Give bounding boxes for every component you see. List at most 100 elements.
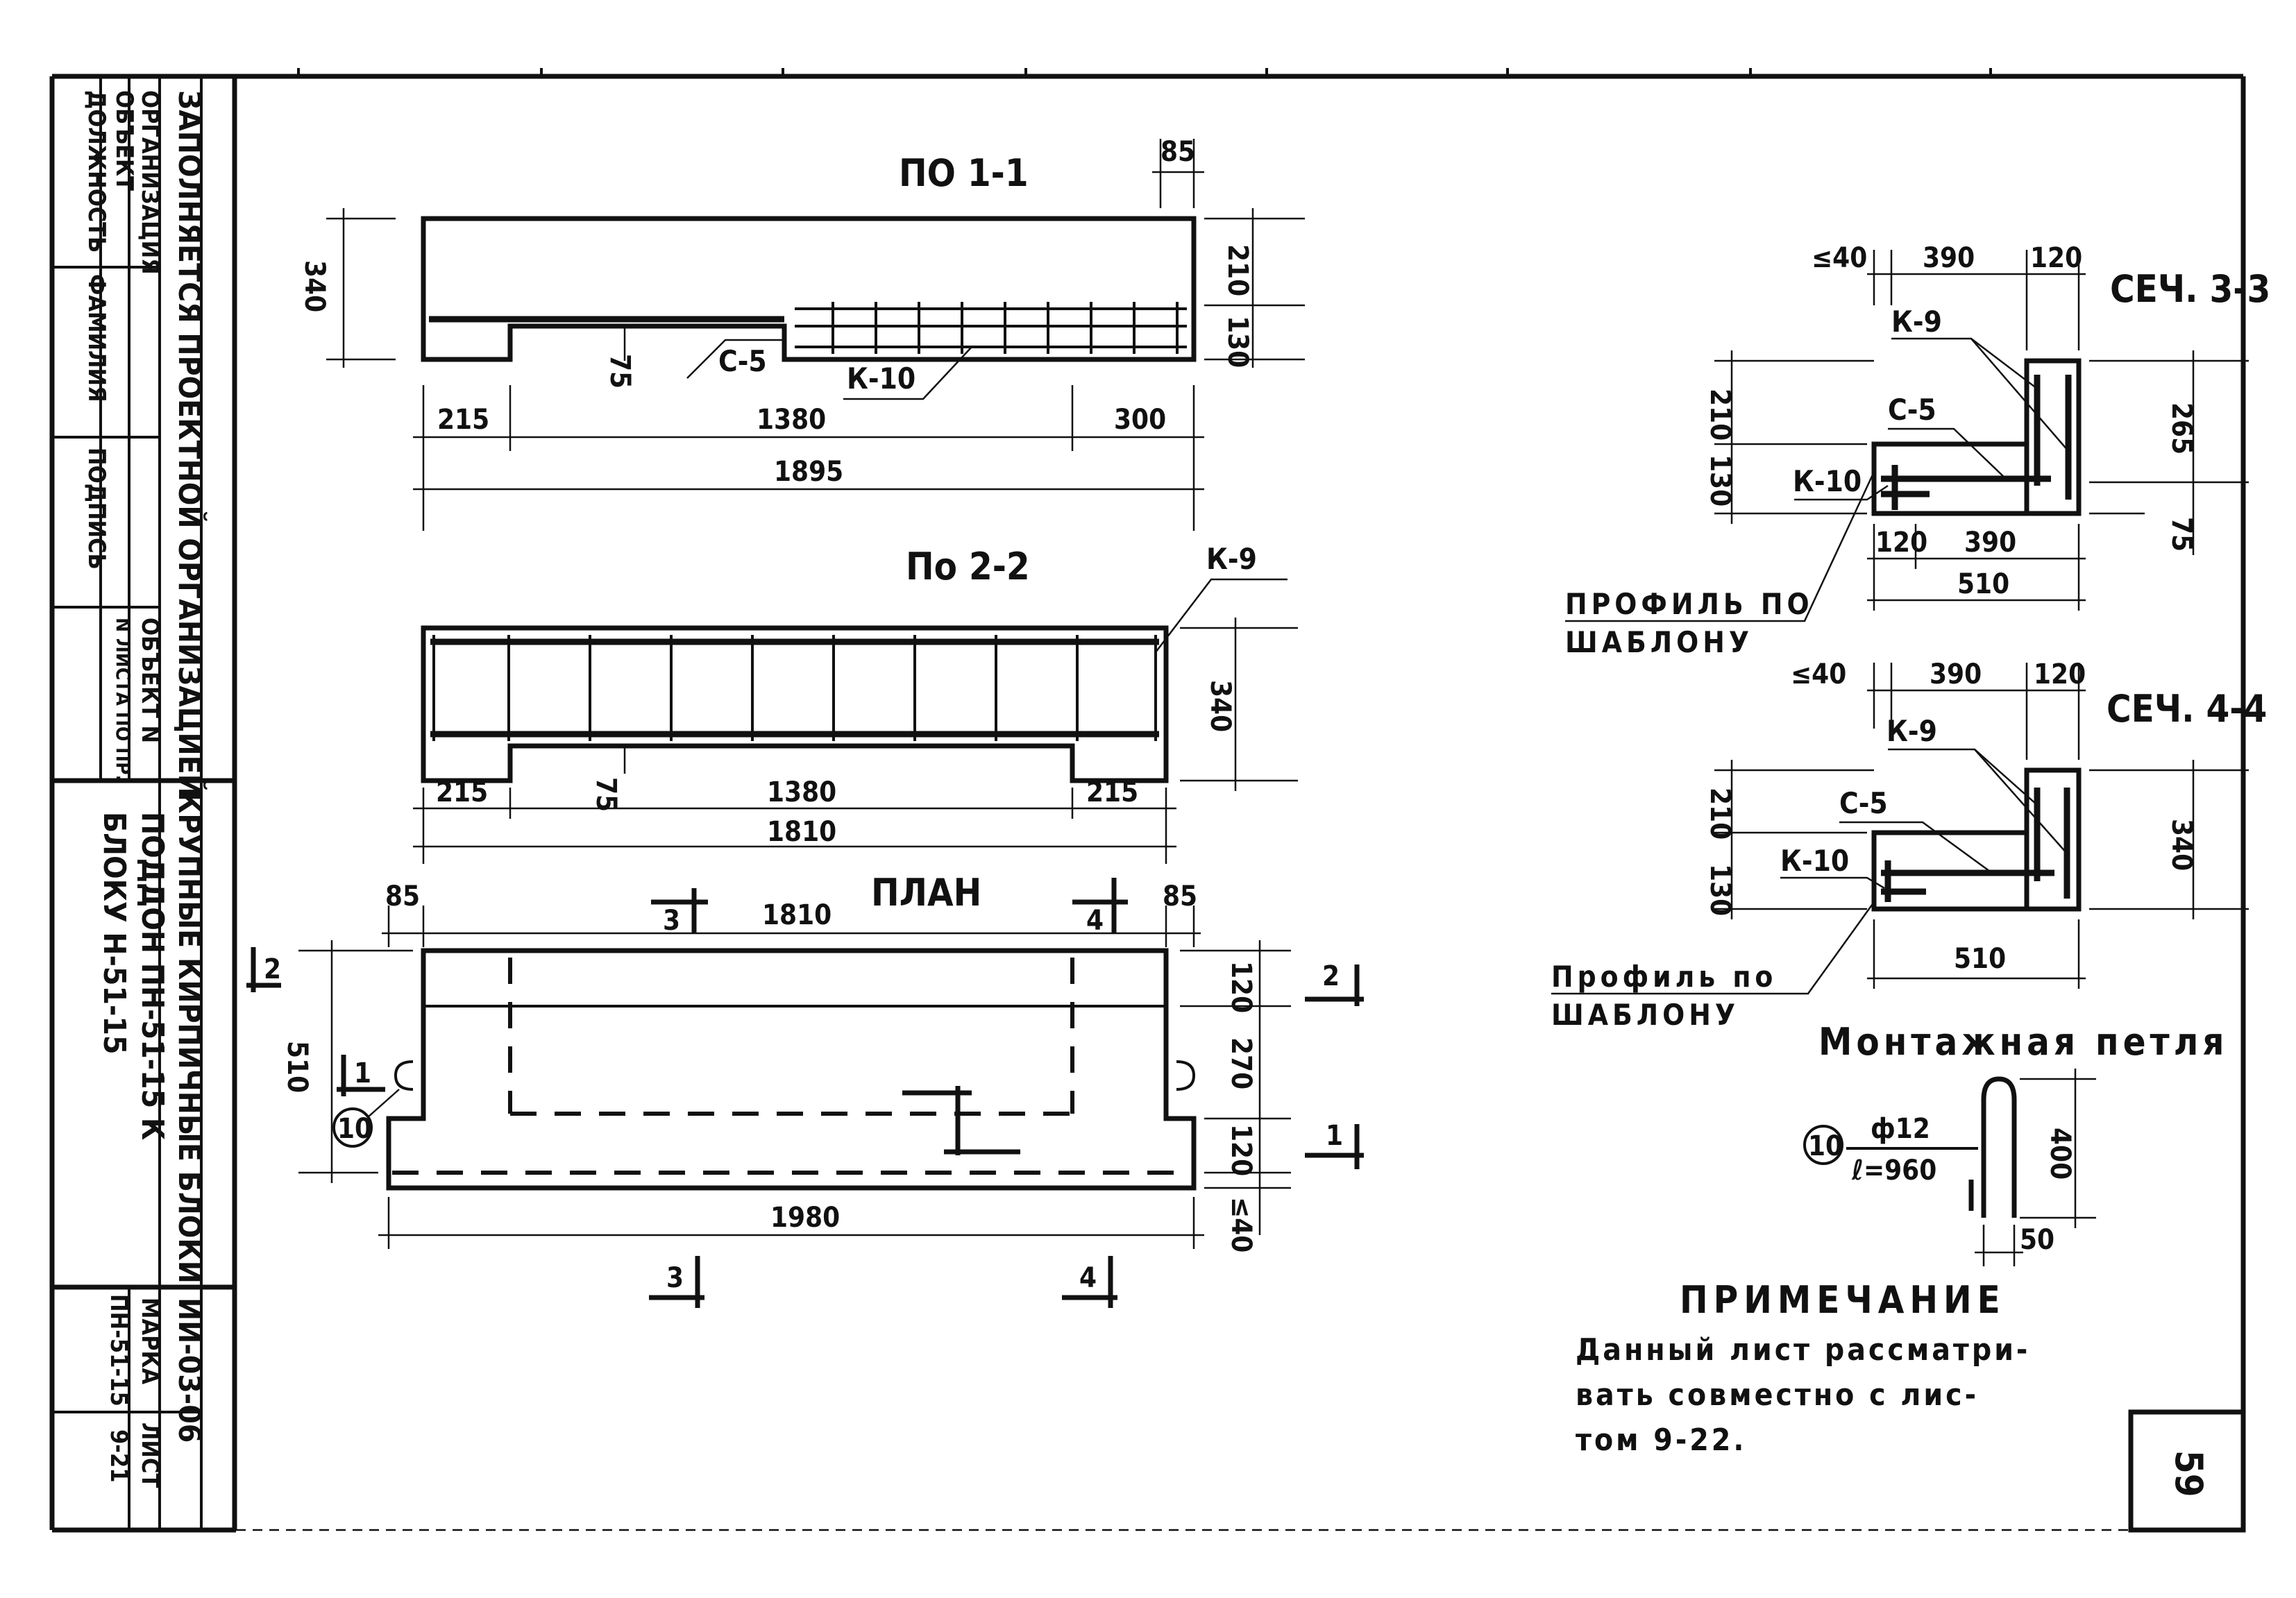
section-3-3-dim-h210: 210 [1704,389,1736,441]
stamp-mark-header: МАРКА [136,1298,164,1385]
section-2-2-dim-height: 340 [1204,680,1236,732]
loop-width: 50 [2020,1224,2054,1256]
stamp-mark-value: ПН-51-15 [105,1294,133,1406]
plan-dim-270: 270 [1225,1037,1257,1089]
stamp-filled-by: ЗАПОЛНЯЕТСЯ ПРОЕКТНОЙ ОРГАНИЗАЦИЕЙ [171,90,208,797]
section-2-2-dim-left: 215 [436,776,488,808]
section-1-1-dim-lower: 130 [1222,316,1253,368]
stamp-sheet-no-by-order: N ЛИСТА ПО ПР. [112,618,135,781]
section-3-3: СЕЧ. 3-3 К-9 С-5 К-10 ≤40 390 120 210 13… [1565,242,2270,659]
section-4-4-title: СЕЧ. 4-4 [2107,687,2267,731]
section-1-1-dim-notch: 75 [604,354,636,389]
section-1-1-dim-total: 1895 [774,456,843,488]
stamp-organization: ОРГАНИЗАЦИЯ [136,90,164,275]
page-number: 59 [2167,1450,2211,1497]
section-4-4-dim-h210: 210 [1704,788,1736,840]
section-1-1-dim-left: 215 [437,404,489,436]
section-3-3-dim-b120: 120 [1875,527,1927,559]
section-2-2-dim-total: 1810 [767,816,836,848]
plan-dim-left-offset: 85 [385,881,420,912]
section-2-2-dim-notch: 75 [590,777,622,812]
plan-dim-bottom-length: 1980 [770,1202,840,1234]
section-2-2-dim-middle: 1380 [767,776,836,808]
section-3-3-profile-line1: ПРОФИЛЬ ПО [1565,587,1814,621]
section-3-3-dim-tol: ≤40 [1812,242,1867,274]
section-1-1-dim-height: 340 [298,260,330,312]
section-3-3-dim-b510: 510 [1957,568,2009,600]
section-2-2-title: По 2-2 [906,545,1030,588]
plan-dim-bottom-tol: ≤40 [1225,1197,1257,1252]
loop-callout: 10 [1808,1130,1843,1162]
section-1-1-dim-upper: 210 [1222,244,1253,296]
stamp-object: ОБЪЕКТ [110,90,138,191]
plan-cut-1-left: 1 [354,1057,371,1089]
plan-cut-2-right: 2 [1322,960,1340,992]
section-2-2-dim-right: 215 [1086,776,1138,808]
sheet-frame [49,68,2246,1533]
section-3-3-dim-h75: 75 [2166,517,2197,552]
section-2-2-label-k9: К-9 [1206,542,1257,576]
plan-title: ПЛАН [871,871,981,915]
section-2-2: По 2-2 К-9 75 340 21 [413,542,1298,864]
section-3-3-dim-b390: 390 [1964,527,2016,559]
section-4-4-label-k9: К-9 [1886,714,1937,748]
plan-view: ПЛАН 10 85 85 1810 3 4 [246,871,1364,1308]
section-3-3-label-c5: С-5 [1888,393,1936,427]
section-4-4-dim-tol: ≤40 [1791,658,1846,690]
section-1-1-dim-middle: 1380 [757,404,826,436]
mounting-loop: Монтажная петля 10 ф12 ℓ=960 400 50 [1803,1020,2229,1266]
stamp-sheet-header: ЛИСТ [136,1422,164,1488]
section-3-3-label-k10: К-10 [1793,464,1862,498]
loop-callout-circle [1803,1125,1843,1165]
stamp-signature: ПОДПИСЬ [83,448,110,570]
section-1-1-k10-cage [795,302,1187,354]
section-3-3-label-k9: К-9 [1891,305,1942,339]
plan-loop-left [394,1060,414,1091]
loop-shape [1981,1076,2017,1218]
section-3-3-profile-line2: ШАБЛОНУ [1565,625,1753,659]
section-1-1-dim-top-right: 85 [1160,136,1195,168]
plan-cut-3-bottom: 3 [666,1262,684,1294]
loop-length: ℓ=960 [1851,1155,1936,1187]
stamp-surname: ФАМИЛИЯ [83,274,110,402]
page-number-box: 59 [2128,1409,2246,1533]
plan-dim-top-length: 1810 [762,899,832,931]
section-4-4-dim-h130: 130 [1704,864,1736,916]
section-2-2-k9-cage [430,635,1159,741]
plan-cut-4-top: 4 [1086,905,1104,937]
note-block: ПРИМЕЧАНИЕ Данный лист рассматри- вать с… [1576,1278,2030,1458]
section-3-3-title: СЕЧ. 3-3 [2110,267,2270,311]
plan-cut-4-bottom: 4 [1079,1262,1097,1294]
section-1-1: ПО 1-1 С-5 К-10 75 3 [298,136,1305,531]
loop-height: 400 [2044,1128,2076,1180]
section-3-3-dim-h265: 265 [2166,402,2197,454]
plan-loop-callout-circle [332,1107,373,1148]
plan-loop-callout: 10 [337,1113,372,1145]
section-1-1-label-c5: С-5 [718,344,767,378]
plan-cut-2-left: 2 [264,953,281,985]
section-4-4-dim-b510: 510 [1954,943,2006,975]
section-1-1-dim-right: 300 [1114,404,1166,436]
note-line2: вать совместно с лис- [1576,1377,1979,1413]
note-line1: Данный лист рассматри- [1576,1332,2030,1368]
section-4-4-dim-h340: 340 [2166,819,2197,871]
section-4-4: СЕЧ. 4-4 К-9 С-5 К-10 ≤40 390 120 210 13… [1551,658,2267,1032]
section-4-4-label-c5: С-5 [1839,786,1888,820]
section-3-3-dim-top-right: 120 [2030,242,2082,274]
title-block: ЗАПОЛНЯЕТСЯ ПРОЕКТНОЙ ОРГАНИЗАЦИЕЙ ОРГАН… [52,76,237,1530]
section-4-4-profile-line2: ШАБЛОНУ [1551,998,1739,1032]
section-4-4-dim-top-right: 120 [2034,658,2086,690]
stamp-item-line1: ПОДДОН ПН-51-15 К [135,812,170,1140]
plan-cut-1-right: 1 [1326,1120,1343,1152]
plan-dim-right-offset: 85 [1163,881,1197,912]
plan-loop-right [1176,1060,1196,1091]
section-1-1-title: ПО 1-1 [899,151,1029,195]
stamp-position: ДОЛЖНОСТЬ [83,90,110,253]
plan-dim-120a: 120 [1225,961,1257,1013]
loop-title: Монтажная петля [1818,1020,2229,1064]
section-4-4-label-k10: К-10 [1780,844,1849,878]
stamp-series-code: ИИ-03-06 [171,1298,207,1443]
section-4-4-dim-top-mid: 390 [1930,658,1982,690]
section-3-3-dim-top-mid: 390 [1923,242,1975,274]
